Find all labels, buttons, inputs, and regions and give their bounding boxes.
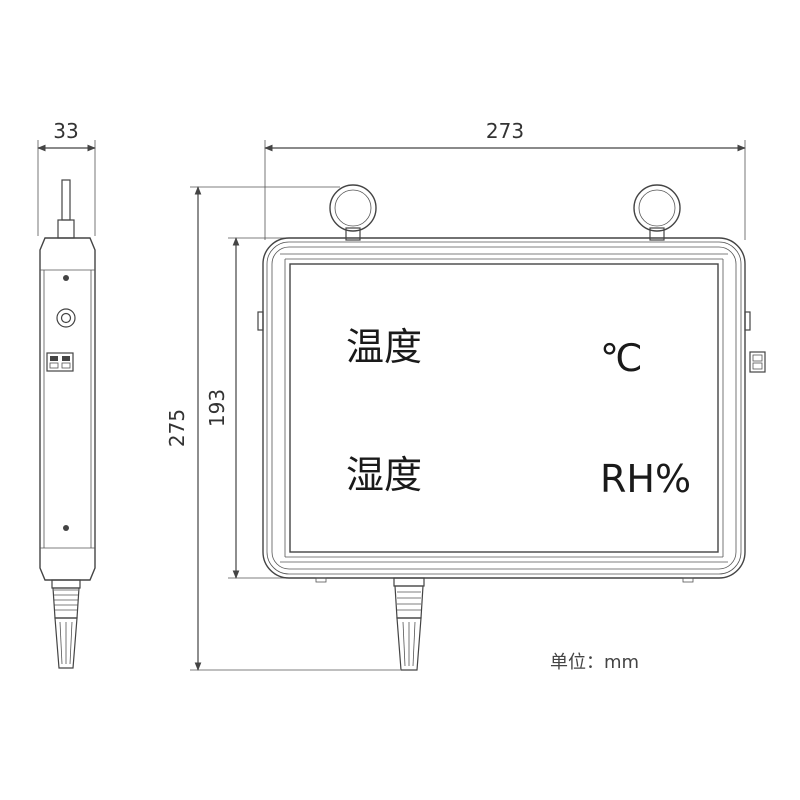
dimension-side-width: 33 — [37, 119, 96, 236]
overall-height-label: 275 — [165, 409, 189, 447]
display-frame — [257, 237, 766, 583]
side-terminal — [46, 352, 74, 372]
side-jack-outer — [56, 308, 76, 328]
unit-note: 单位：mm — [550, 652, 639, 673]
side-width-label: 33 — [53, 119, 78, 143]
humidity-unit: RH% — [600, 457, 691, 501]
side-body — [39, 237, 96, 581]
dimension-panel-height: 193 — [205, 237, 290, 579]
panel-height-label: 193 — [205, 389, 229, 427]
hanging-ring-right — [633, 184, 681, 241]
side-view: 33 — [37, 119, 96, 669]
dimension-overall-height: 275 — [165, 186, 400, 671]
humidity-label: 湿度 — [346, 453, 422, 497]
overall-width-label: 273 — [486, 119, 524, 143]
temperature-unit: ℃ — [600, 336, 643, 380]
front-view: 273 275 193 — [165, 119, 766, 673]
side-probe — [51, 579, 81, 669]
side-jack-inner — [60, 312, 72, 324]
temperature-label: 温度 — [346, 325, 422, 369]
front-terminal — [749, 351, 766, 373]
front-probe — [393, 577, 425, 671]
side-screw-top — [63, 275, 69, 281]
side-screw-bottom — [63, 525, 69, 531]
hanging-ring-left — [329, 184, 377, 241]
dimension-overall-width: 273 — [264, 119, 746, 240]
side-antenna — [57, 179, 75, 239]
